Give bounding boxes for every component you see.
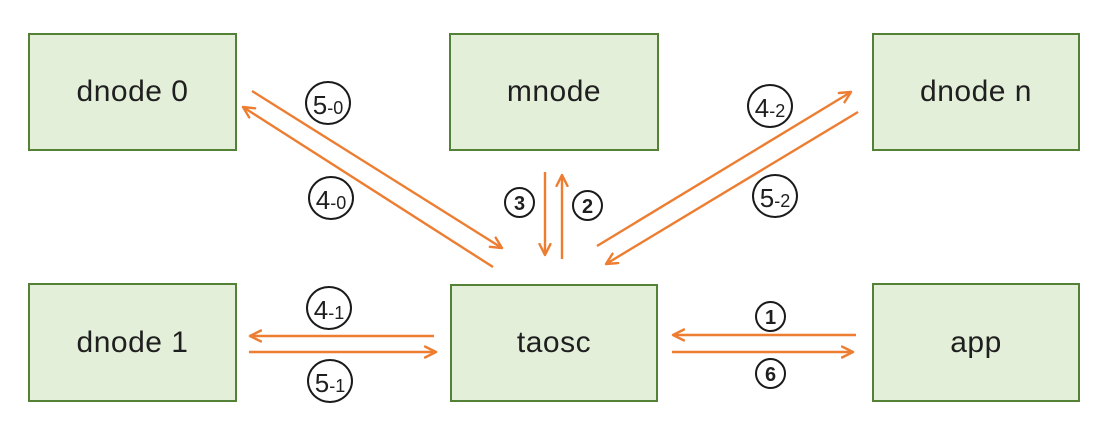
edge-label-suffix: -0 — [330, 193, 347, 213]
edge-label-main: 4 — [754, 93, 770, 123]
node-dnode0: dnode 0 — [28, 33, 237, 151]
edge-label-5-1: 5-1 — [307, 359, 353, 403]
edge-label-suffix: -1 — [328, 303, 345, 323]
edge-label-5-0: 5-0 — [305, 81, 351, 125]
edge-label-main: 5 — [314, 368, 330, 398]
edge-label-main: 2 — [581, 196, 594, 218]
edge-label-main: 4 — [313, 295, 329, 325]
edge-label-1: 1 — [755, 301, 786, 332]
edge-label-main: 5 — [312, 90, 328, 120]
edge-label-2: 2 — [572, 190, 603, 221]
edge-label-suffix: -2 — [774, 191, 791, 211]
node-app: app — [872, 283, 1080, 402]
edge-label-main: 3 — [513, 193, 526, 215]
edge-label-suffix: -1 — [329, 376, 346, 396]
edge-label-main: 1 — [764, 307, 777, 329]
edge-label-4-1: 4-1 — [306, 286, 352, 330]
edge-label-6: 6 — [755, 358, 786, 389]
node-dnode1: dnode 1 — [28, 283, 237, 402]
edge-label-main: 6 — [764, 364, 777, 386]
edge-label-4-0: 4-0 — [308, 176, 354, 220]
edge-label-4-2: 4-2 — [747, 84, 793, 128]
edge-label-main: 4 — [315, 185, 331, 215]
edge-label-suffix: -2 — [769, 101, 786, 121]
node-taosc: taosc — [450, 284, 658, 402]
edge-label-suffix: -0 — [327, 98, 344, 118]
node-mnode: mnode — [449, 33, 659, 151]
edge-label-5-2: 5-2 — [752, 174, 798, 218]
edge-label-main: 5 — [759, 183, 775, 213]
node-dnoden: dnode n — [872, 33, 1080, 151]
edge-label-3: 3 — [504, 187, 535, 218]
